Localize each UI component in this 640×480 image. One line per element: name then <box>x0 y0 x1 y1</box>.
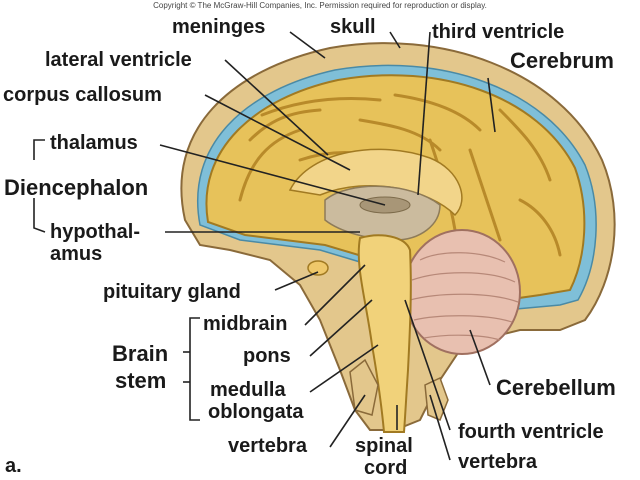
label-hypothalamus-1: hypothal- <box>50 221 140 243</box>
label-spinal-1: spinal <box>355 435 413 457</box>
label-midbrain: midbrain <box>203 313 288 335</box>
leader-lines <box>159 31 496 461</box>
label-diencephalon: Diencephalon <box>4 175 149 200</box>
label-lateral-ventricle: lateral ventricle <box>45 49 192 71</box>
label-medulla-2: oblongata <box>208 401 304 423</box>
label-brain-stem-2: stem <box>115 368 167 393</box>
label-third-ventricle: third ventricle <box>432 21 565 43</box>
label-brain-stem-1: Brain <box>112 341 169 366</box>
label-hypothalamus-2: amus <box>50 243 103 265</box>
copyright-notice: Copyright © The McGraw-Hill Companies, I… <box>153 1 487 10</box>
label-pons: pons <box>243 345 291 367</box>
cerebellum-folia <box>409 252 519 341</box>
label-cerebrum: Cerebrum <box>510 48 614 73</box>
label-meninges: meninges <box>172 16 266 38</box>
label-vertebra-left: vertebra <box>228 435 307 457</box>
brainstem-shape <box>357 234 412 433</box>
label-corpus-callosum: corpus callosum <box>3 84 162 106</box>
vertebra-left-shape <box>349 358 379 416</box>
label-fourth-ventricle: fourth ventricle <box>458 421 604 443</box>
figure-letter: a. <box>5 455 22 477</box>
label-medulla-1: medulla <box>210 379 286 401</box>
label-thalamus: thalamus <box>50 132 138 154</box>
brackets <box>33 139 200 421</box>
pituitary-shape <box>307 260 329 276</box>
label-pituitary-gland: pituitary gland <box>103 281 241 303</box>
label-cerebellum: Cerebellum <box>496 375 616 400</box>
label-spinal-2: cord <box>364 457 408 479</box>
label-skull: skull <box>330 16 376 38</box>
label-vertebra-right: vertebra <box>458 451 537 473</box>
